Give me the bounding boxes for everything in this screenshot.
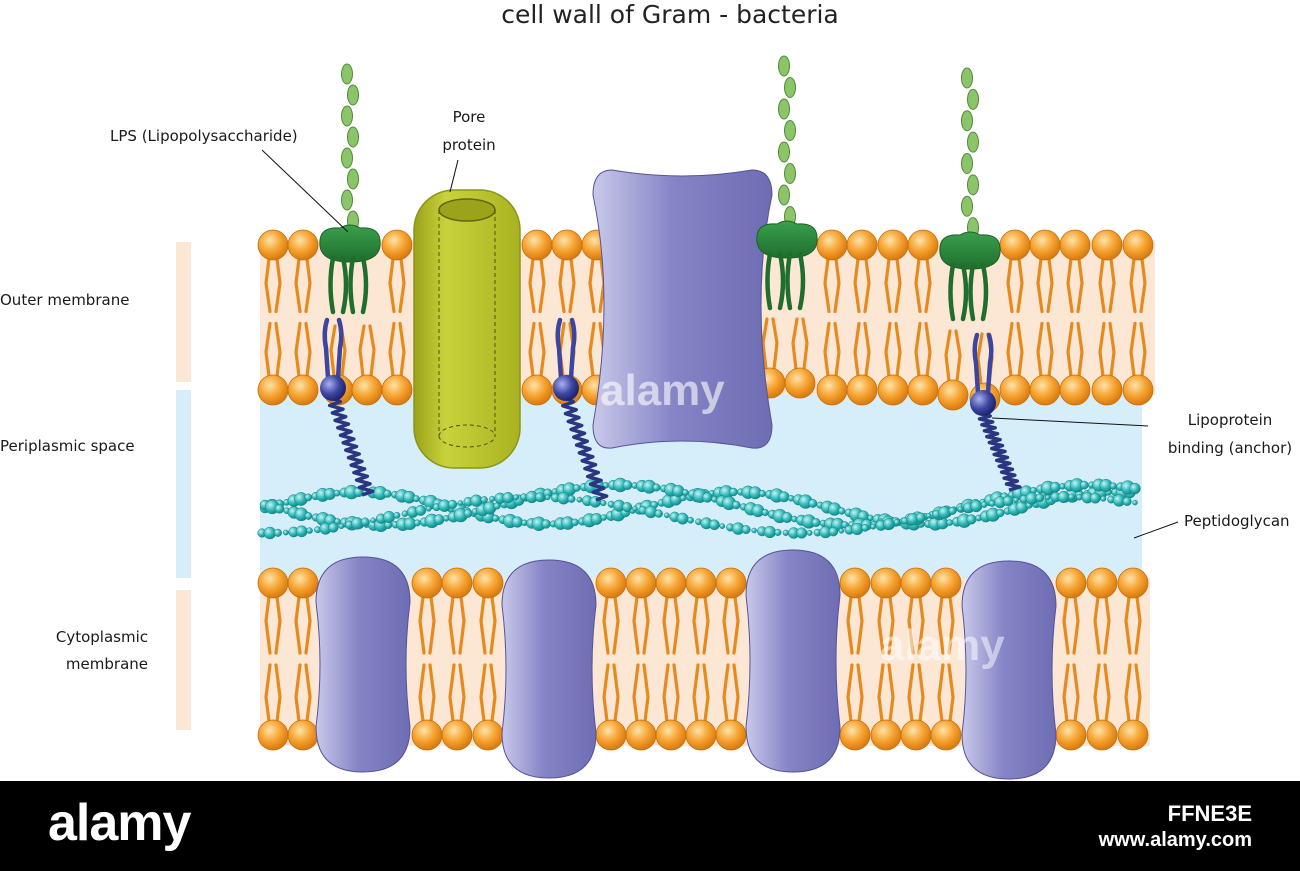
watermark-mark-1: alamy [600,366,725,415]
cytoplasmic-label-line2: membrane [65,655,148,673]
cytoplasmic-membrane-lipid-bilayer [257,567,1149,751]
pore-label-line2: protein [442,136,496,154]
outer-membrane-protein [592,169,773,449]
pore-callout-line [449,159,459,193]
outer-membrane-label: Outer membrane [0,291,130,309]
peptidoglycan-layer [257,477,1141,540]
gram-negative-cell-wall-diagram: alamy alamy [176,55,1179,780]
pore-protein-label: Pore protein [430,108,508,154]
lipoprotein-callout-line [991,417,1149,427]
cytoplasmic-membrane-proteins [315,549,1057,780]
lipoprotein-anchors [320,317,1022,502]
pore-label-line1: Pore [452,108,486,126]
lipopolysaccharide-molecules [319,55,1001,322]
diagram-title: cell wall of Gram - bacteria [501,0,839,29]
image-id: FFNE3E [1167,801,1252,826]
lps-callout-line [261,149,349,233]
cytoplasmic-membrane-label: Cytoplasmic membrane [30,628,148,673]
brand-logo: alamy [48,794,191,852]
outer-membrane-bar [176,242,191,382]
periplasmic-bar [176,390,191,578]
lps-label: LPS (Lipopolysaccharide) [110,127,298,145]
peptidoglycan-label: Peptidoglycan [1184,512,1290,530]
watermark-footer: alamy FFNE3E www.alamy.com [0,781,1300,871]
lipoprotein-label-line1: Lipoprotein [1187,411,1273,429]
peptidoglycan-callout-line [1133,521,1179,539]
site-url: www.alamy.com [1098,829,1252,851]
watermark-mark-2: alamy [880,621,1005,670]
periplasmic-space-label: Periplasmic space [0,437,135,455]
cytoplasmic-label-line1: Cytoplasmic [55,628,148,646]
cytoplasmic-membrane-bar [176,590,191,730]
outer-membrane-lipid-bilayer [257,229,1154,414]
lipoprotein-label: Lipoprotein binding (anchor) [1155,411,1300,457]
lipoprotein-label-line2: binding (anchor) [1167,439,1293,457]
pore-protein [413,189,521,469]
